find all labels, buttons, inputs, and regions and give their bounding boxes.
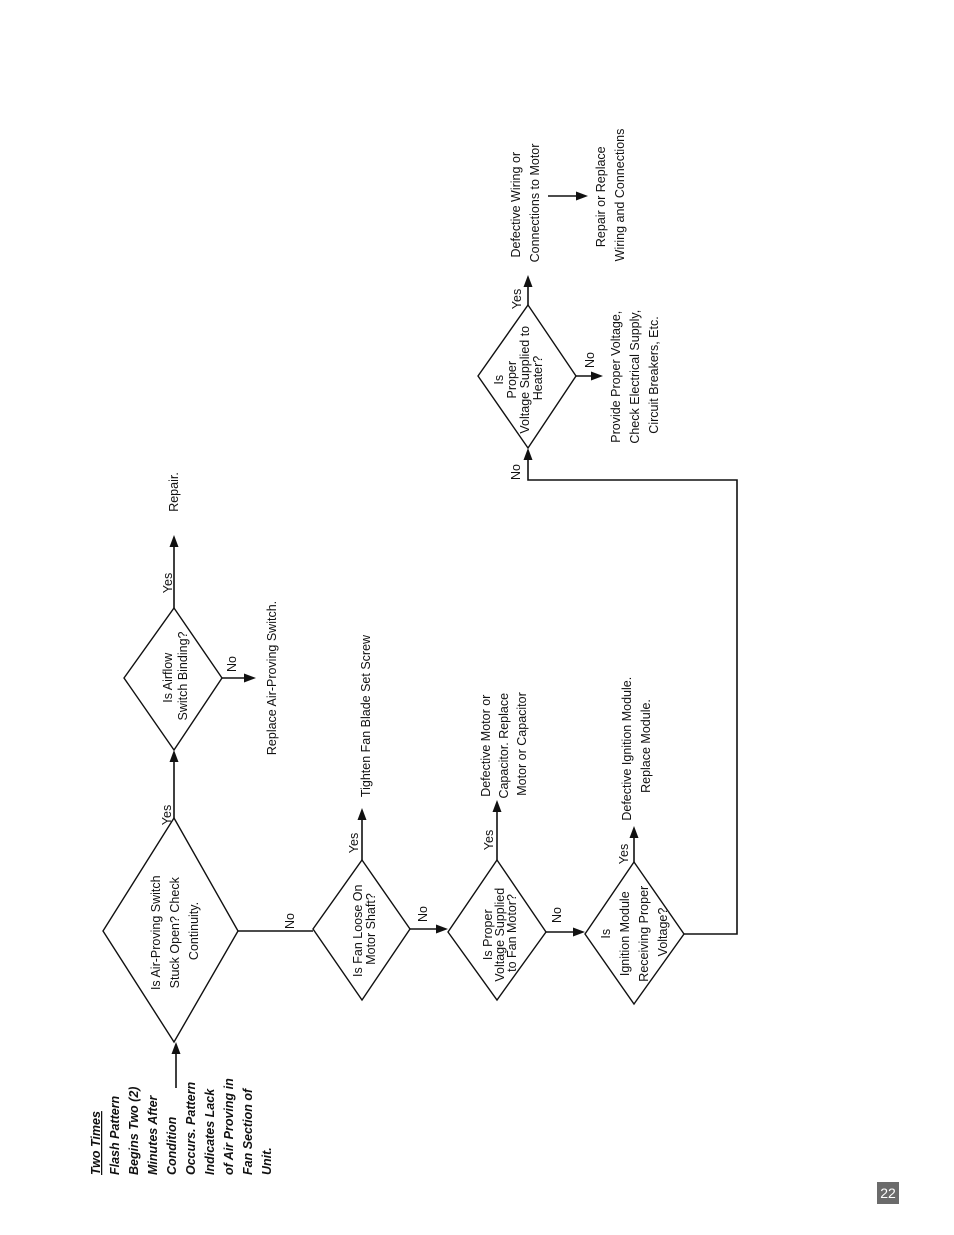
arrowhead xyxy=(436,924,448,934)
arrowhead xyxy=(591,371,603,381)
outcome-tighten-screw: Tighten Fan Blade Set Screw xyxy=(359,634,373,797)
decision-text-line: Is Proper xyxy=(481,909,495,960)
fault-description: Two Times Flash Pattern Begins Two (2) M… xyxy=(89,1075,274,1175)
decision-text-line: Receiving Proper xyxy=(637,886,651,982)
svg-text:Is Ignition Module: Is Ignition Module Receiving Proper Volt… xyxy=(599,882,670,981)
outcome-text-line: Provide Proper Voltage, xyxy=(609,311,623,443)
outcome-repair: Repair. xyxy=(167,472,181,512)
page-number: 22 xyxy=(877,1182,899,1204)
decision-ignition-voltage: Is Ignition Module Receiving Proper Volt… xyxy=(584,860,685,1006)
connector-no-ignition-voltage xyxy=(527,458,738,935)
outcome-text-line: Connections to Motor xyxy=(528,144,542,263)
edge-label-yes: Yes xyxy=(347,833,361,853)
arrowhead xyxy=(629,826,639,838)
edge-label-yes: Yes xyxy=(510,289,524,309)
outcome-replace-switch: Replace Air-Proving Switch. xyxy=(265,601,279,755)
edge-label-yes: Yes xyxy=(617,844,631,864)
edge-label-no: No xyxy=(550,907,564,923)
decision-text-line: Is xyxy=(492,375,506,385)
fault-description-line: Two Times xyxy=(89,1111,103,1175)
decision-fan-loose: Is Fan Loose On Motor Shaft? xyxy=(312,858,411,1002)
arrowhead xyxy=(169,535,179,547)
decision-text-line: Voltage Supplied to xyxy=(518,326,532,434)
decision-switch-binding: Is Airflow Switch Binding? xyxy=(123,606,223,752)
arrowhead xyxy=(171,1042,181,1054)
outcome-defective-ignition: Defective Ignition Module. Replace Modul… xyxy=(620,673,653,820)
outcome-defective-motor: Defective Motor or Capacitor. Replace Mo… xyxy=(479,689,529,798)
outcome-text-line: Defective Wiring or xyxy=(509,152,523,258)
arrowhead xyxy=(169,750,179,762)
decision-text-line: to Fan Motor? xyxy=(505,894,519,972)
edge-label-yes: Yes xyxy=(482,830,496,850)
arrowhead xyxy=(492,800,502,812)
outcome-text-line: Check Electrical Supply, xyxy=(628,310,642,444)
decision-text-line: Proper xyxy=(505,361,519,399)
decision-text-line: Ignition Module xyxy=(618,891,632,976)
outcome-text-line: Defective Ignition Module. xyxy=(620,677,634,821)
outcome-text-line: Tighten Fan Blade Set Screw xyxy=(359,634,373,797)
fault-description-line: Minutes After xyxy=(146,1094,160,1175)
outcome-text-line: Defective Motor or xyxy=(479,695,493,797)
fault-description-line: Unit. xyxy=(260,1147,274,1175)
svg-text:Is Air-Proving Switch St: Is Air-Proving Switch Stuck Open? Check … xyxy=(149,872,201,990)
arrowhead xyxy=(576,191,588,201)
decision-text-line: Heater? xyxy=(531,356,545,401)
svg-text:Is Fan Loose On Motor Sh: Is Fan Loose On Motor Shaft? xyxy=(351,881,378,977)
outcome-text-line: Replace Air-Proving Switch. xyxy=(265,601,279,755)
outcome-provide-voltage: Provide Proper Voltage, Check Electrical… xyxy=(609,306,661,443)
arrowhead xyxy=(523,448,533,460)
fault-description-line: of Air Proving in xyxy=(222,1078,236,1175)
fault-description-line: Begins Two (2) xyxy=(127,1087,141,1175)
outcome-text-line: Capacitor. Replace xyxy=(497,693,511,799)
decision-text-line: Is Air-Proving Switch xyxy=(149,875,163,990)
fault-description-line: Condition xyxy=(165,1116,179,1175)
outcome-text-line: Motor or Capacitor xyxy=(515,692,529,796)
edge-label-no: No xyxy=(225,656,239,672)
decision-text-line: Switch Binding? xyxy=(176,631,190,720)
decision-text-line: Is Airflow xyxy=(161,652,175,703)
decision-text-line: Continuity. xyxy=(187,902,201,960)
fault-description-line: Fan Section of xyxy=(241,1087,255,1175)
edge-label-yes: Yes xyxy=(160,805,174,825)
outcome-text-line: Replace Module. xyxy=(639,699,653,793)
outcome-text-line: Circuit Breakers, Etc. xyxy=(647,316,661,433)
arrowhead xyxy=(357,808,367,820)
arrowhead xyxy=(573,927,585,937)
svg-text:Is Proper Voltage Suppli: Is Proper Voltage Supplied to Fan Motor? xyxy=(481,884,519,981)
decision-fan-voltage: Is Proper Voltage Supplied to Fan Motor? xyxy=(447,858,547,1002)
fault-description-line: Occurs. Pattern xyxy=(184,1082,198,1175)
arrowhead xyxy=(523,275,533,287)
edge-label-no: No xyxy=(583,352,597,368)
decision-text-line: Is Fan Loose On xyxy=(351,884,365,976)
edge-label-no: No xyxy=(416,906,430,922)
fault-description-line: Indicates Lack xyxy=(203,1088,217,1175)
decision-text-line: Stuck Open? Check xyxy=(168,876,182,988)
outcome-defective-wiring: Defective Wiring or Connections to Motor xyxy=(509,144,542,263)
outcome-text-line: Wiring and Connections xyxy=(613,129,627,262)
svg-text:Is Proper Voltage: Is Proper Voltage Supplied to Heater? xyxy=(492,322,545,433)
svg-text:Is Airflow Switch Bindin: Is Airflow Switch Binding? xyxy=(161,631,190,720)
edge-label-no: No xyxy=(283,913,297,929)
decision-text-line: Motor Shaft? xyxy=(364,893,378,965)
outcome-text-line: Repair. xyxy=(167,472,181,512)
outcome-repair-wiring: Repair or Replace Wiring and Connections xyxy=(594,129,627,262)
decision-heater-voltage: Is Proper Voltage Supplied to Heater? xyxy=(477,303,577,450)
decision-text-line: Voltage? xyxy=(656,908,670,957)
decision-switch-stuck-open: Is Air-Proving Switch Stuck Open? Check … xyxy=(102,816,239,1044)
edge-label-no: No xyxy=(509,464,523,480)
fault-description-line: Flash Pattern xyxy=(108,1095,122,1175)
outcome-text-line: Repair or Replace xyxy=(594,146,608,247)
edge-label-yes: Yes xyxy=(161,573,175,593)
decision-text-line: Is xyxy=(599,929,613,939)
decision-text-line: Voltage Supplied xyxy=(493,888,507,982)
arrowhead xyxy=(244,673,256,683)
